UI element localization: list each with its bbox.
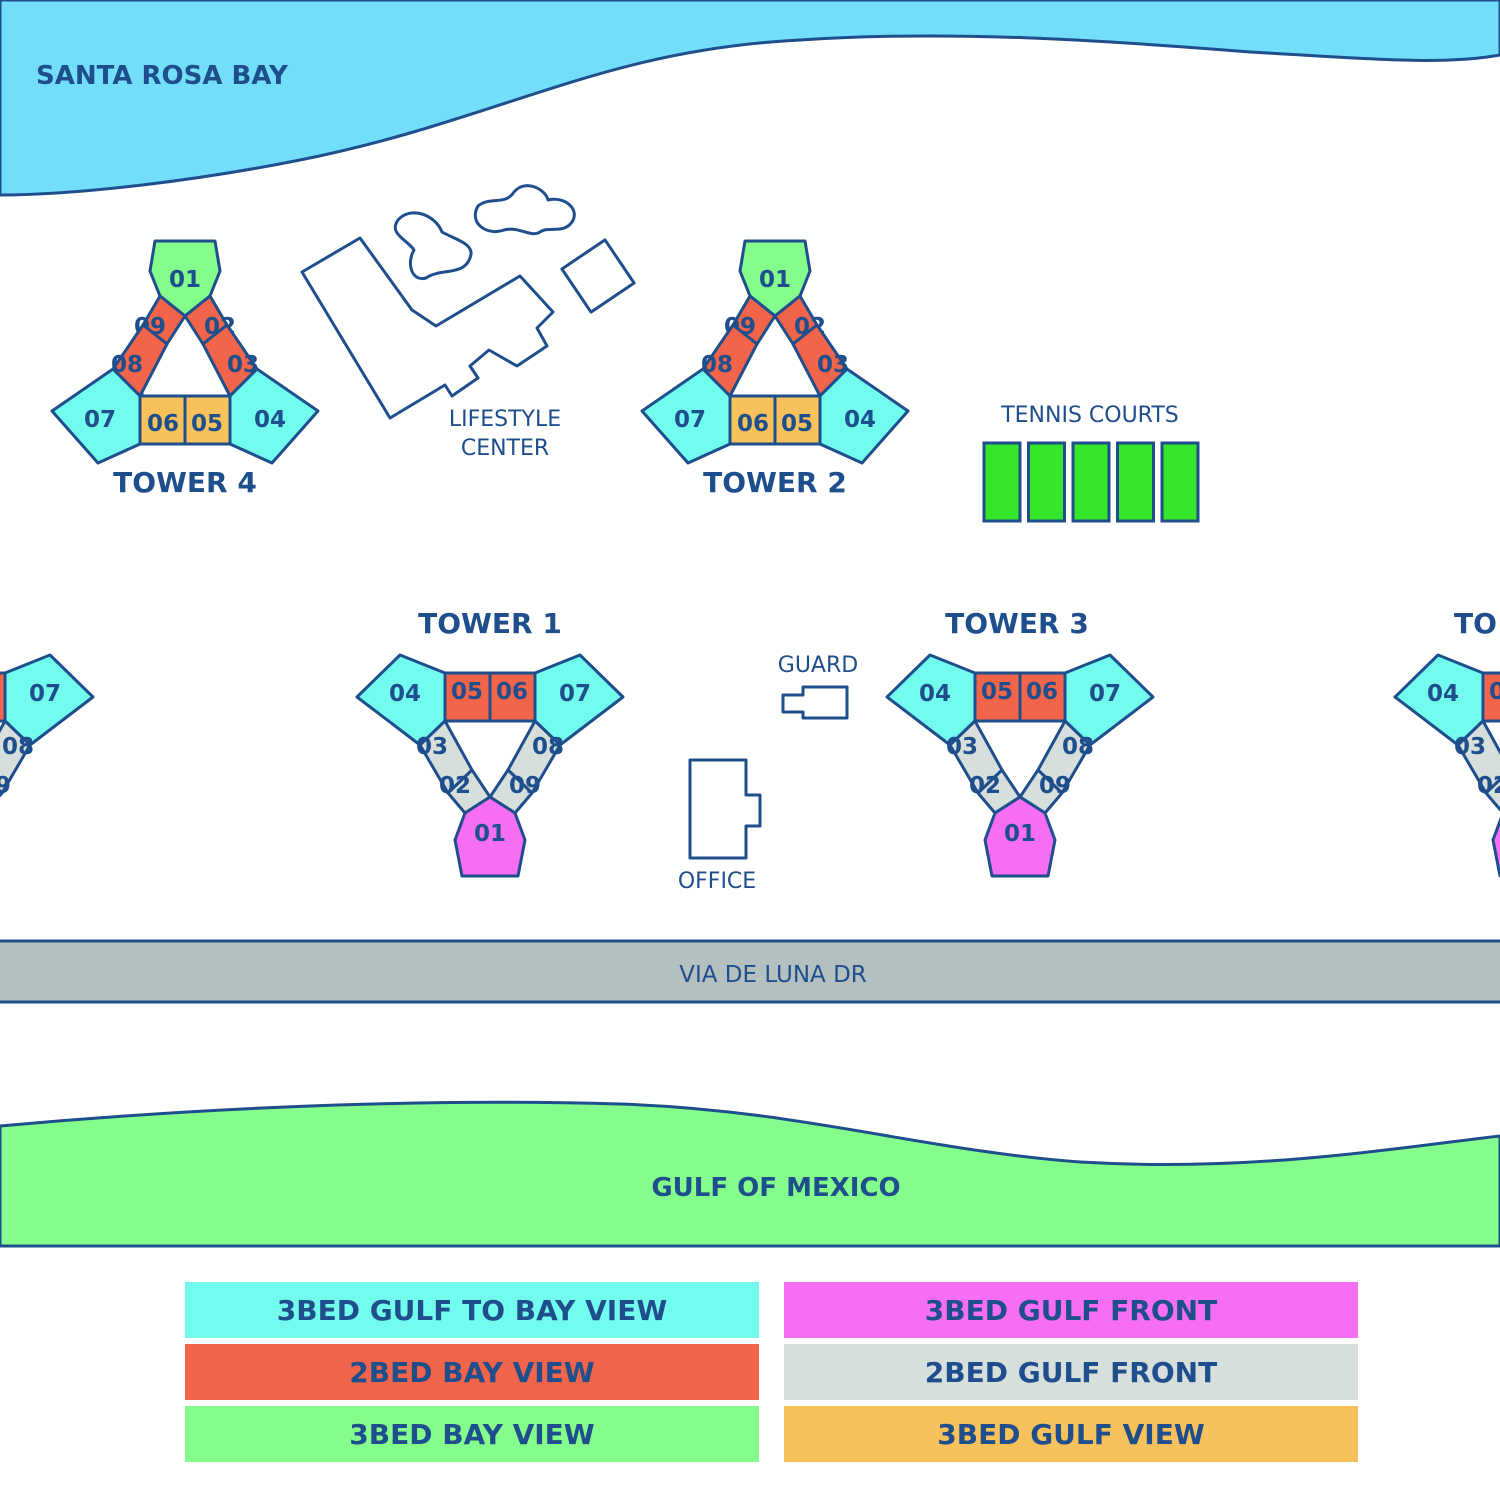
guard-label: GUARD bbox=[778, 653, 858, 678]
via-de-luna-road bbox=[0, 939, 1500, 1004]
unit-label-09: 09 bbox=[1039, 773, 1071, 799]
pool-1 bbox=[393, 211, 473, 281]
unit-04[interactable] bbox=[228, 367, 320, 465]
unit-label-05: 05 bbox=[1489, 679, 1500, 705]
unit-label-03: 03 bbox=[1454, 734, 1486, 760]
lifestyle-center-label-2: CENTER bbox=[461, 436, 549, 461]
lifestyle-center-label-1: LIFESTYLE bbox=[449, 407, 561, 432]
guard-building bbox=[781, 685, 849, 720]
gulf-label: GULF OF MEXICO bbox=[651, 1173, 900, 1203]
unit-label-06: 06 bbox=[147, 411, 179, 437]
unit-label-03: 03 bbox=[416, 734, 448, 760]
tennis-court bbox=[1160, 441, 1200, 523]
unit-label-03: 03 bbox=[946, 734, 978, 760]
pool-house bbox=[560, 238, 636, 314]
unit-06[interactable] bbox=[0, 671, 7, 723]
unit-label-02: 02 bbox=[969, 773, 1001, 799]
unit-label-07: 07 bbox=[29, 681, 61, 707]
unit-07[interactable] bbox=[640, 367, 732, 465]
unit-label-08: 08 bbox=[2, 734, 34, 760]
legend-item: 2BED GULF FRONT bbox=[784, 1344, 1358, 1400]
unit-01[interactable] bbox=[983, 795, 1057, 878]
unit-label-05: 05 bbox=[981, 679, 1013, 705]
unit-08[interactable] bbox=[0, 719, 32, 795]
tower-label: TOWER 3 bbox=[945, 607, 1089, 640]
unit-label-06: 06 bbox=[737, 411, 769, 437]
unit-label-02: 02 bbox=[439, 773, 471, 799]
unit-label-04: 04 bbox=[919, 681, 951, 707]
unit-label-07: 07 bbox=[674, 407, 706, 433]
unit-04[interactable] bbox=[818, 367, 910, 465]
unit-label-04: 04 bbox=[844, 407, 876, 433]
unit-label-01: 01 bbox=[474, 821, 506, 847]
lifestyle-center-building bbox=[300, 236, 555, 420]
unit-label-01: 01 bbox=[759, 267, 791, 293]
tower-label: TOWER 1 bbox=[418, 607, 562, 640]
tower-label: TOWER 2 bbox=[703, 466, 847, 499]
unit-label-04: 04 bbox=[389, 681, 421, 707]
unit-05[interactable] bbox=[183, 394, 232, 446]
tennis-courts bbox=[982, 441, 1200, 523]
pool-2 bbox=[474, 184, 576, 236]
unit-07[interactable] bbox=[50, 367, 142, 465]
unit-01[interactable] bbox=[1491, 797, 1500, 878]
road-label: VIA DE LUNA DR bbox=[679, 962, 867, 988]
unit-label-09: 09 bbox=[0, 773, 11, 799]
unit-label-07: 07 bbox=[1089, 681, 1121, 707]
tennis-court bbox=[1071, 441, 1111, 523]
unit-05[interactable] bbox=[1481, 671, 1500, 723]
unit-label-06: 06 bbox=[496, 679, 528, 705]
unit-label-08: 08 bbox=[532, 734, 564, 760]
santa-rosa-bay bbox=[0, 0, 1500, 197]
unit-03[interactable] bbox=[1456, 719, 1500, 795]
unit-label-05: 05 bbox=[191, 411, 223, 437]
gulf-of-mexico bbox=[0, 1100, 1500, 1248]
unit-label-07: 07 bbox=[84, 407, 116, 433]
tower-label: TOWER 4 bbox=[113, 466, 257, 499]
office-building bbox=[688, 758, 762, 860]
office-label: OFFICE bbox=[678, 869, 756, 894]
tennis-court bbox=[982, 441, 1022, 523]
legend-item: 3BED BAY VIEW bbox=[185, 1406, 759, 1462]
unit-label-07: 07 bbox=[559, 681, 591, 707]
unit-label-08: 08 bbox=[1062, 734, 1094, 760]
unit-05[interactable] bbox=[773, 394, 822, 446]
unit-label-06: 06 bbox=[1026, 679, 1058, 705]
unit-label-09: 09 bbox=[509, 773, 541, 799]
unit-label-05: 05 bbox=[451, 679, 483, 705]
legend-item: 3BED GULF VIEW bbox=[784, 1406, 1358, 1462]
legend-item: 3BED GULF FRONT bbox=[784, 1282, 1358, 1338]
unit-02[interactable] bbox=[1484, 770, 1500, 813]
unit-label-01: 01 bbox=[169, 267, 201, 293]
unit-label-02: 02 bbox=[1477, 773, 1500, 799]
unit-09[interactable] bbox=[0, 770, 4, 813]
tennis-courts-label: TENNIS COURTS bbox=[1000, 403, 1179, 428]
unit-label-05: 05 bbox=[781, 411, 813, 437]
bay-label: SANTA ROSA BAY bbox=[36, 61, 289, 91]
legend-item: 3BED GULF TO BAY VIEW bbox=[185, 1282, 759, 1338]
unit-label-01: 01 bbox=[1004, 821, 1036, 847]
tower-label: TO bbox=[1454, 607, 1497, 640]
unit-01[interactable] bbox=[453, 795, 527, 878]
unit-label-04: 04 bbox=[254, 407, 286, 433]
unit-label-04: 04 bbox=[1427, 681, 1459, 707]
tennis-court bbox=[1116, 441, 1155, 523]
tennis-court bbox=[1027, 441, 1066, 523]
legend-item: 2BED BAY VIEW bbox=[185, 1344, 759, 1400]
